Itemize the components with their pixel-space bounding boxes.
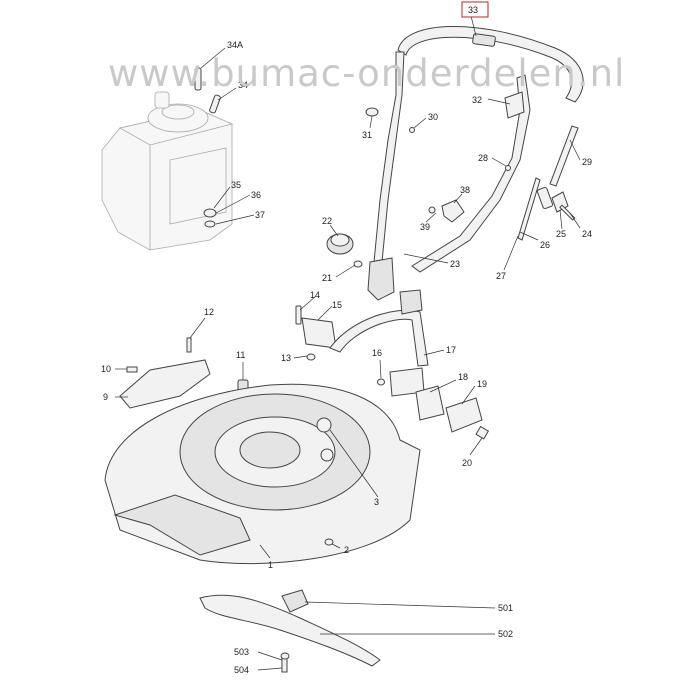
handle-assembly bbox=[367, 26, 584, 301]
callout-23: 23 bbox=[450, 259, 460, 269]
callout-31: 31 bbox=[362, 130, 372, 140]
callout-30: 30 bbox=[428, 112, 438, 122]
callout-27: 27 bbox=[496, 271, 506, 281]
callout-503: 503 bbox=[234, 647, 249, 657]
hardware-parts bbox=[119, 67, 579, 440]
callout-502: 502 bbox=[498, 629, 513, 639]
highlight-box-33 bbox=[461, 1, 489, 18]
callout-34: 34 bbox=[238, 80, 248, 90]
callout-34a: 34A bbox=[227, 40, 243, 50]
callout-39: 39 bbox=[420, 222, 430, 232]
callout-504: 504 bbox=[234, 665, 249, 675]
callout-501: 501 bbox=[498, 603, 513, 613]
callout-15: 15 bbox=[332, 300, 342, 310]
callout-33: 33 bbox=[468, 5, 478, 15]
callout-9: 9 bbox=[103, 392, 108, 402]
callout-26: 26 bbox=[540, 240, 550, 250]
callout-22: 22 bbox=[322, 216, 332, 226]
callout-2: 2 bbox=[344, 545, 349, 555]
callout-10: 10 bbox=[101, 364, 111, 374]
callout-13: 13 bbox=[281, 353, 291, 363]
callout-11: 11 bbox=[236, 350, 245, 360]
engine-illustration bbox=[101, 91, 234, 251]
callout-labels: 34A 34 33 32 31 30 29 28 38 39 35 36 37 … bbox=[101, 5, 592, 675]
callout-28: 28 bbox=[478, 153, 488, 163]
callout-19: 19 bbox=[477, 379, 487, 389]
callout-14: 14 bbox=[310, 290, 320, 300]
callout-3: 3 bbox=[374, 497, 379, 507]
callout-16: 16 bbox=[372, 348, 382, 358]
callout-17: 17 bbox=[446, 345, 456, 355]
callout-20: 20 bbox=[462, 458, 472, 468]
callout-37: 37 bbox=[255, 210, 265, 220]
callout-24: 24 bbox=[582, 229, 592, 239]
callout-35: 35 bbox=[231, 180, 241, 190]
callout-32: 32 bbox=[472, 95, 482, 105]
mower-deck bbox=[104, 383, 421, 565]
callout-25: 25 bbox=[556, 229, 566, 239]
blade-assembly bbox=[199, 589, 381, 673]
callout-36: 36 bbox=[251, 190, 261, 200]
callout-21: 21 bbox=[322, 273, 332, 283]
callout-38: 38 bbox=[460, 185, 470, 195]
callout-18: 18 bbox=[458, 372, 468, 382]
callout-1: 1 bbox=[268, 560, 273, 570]
leader-lines bbox=[115, 11, 581, 671]
callout-12: 12 bbox=[204, 307, 214, 317]
callout-29: 29 bbox=[582, 157, 592, 167]
